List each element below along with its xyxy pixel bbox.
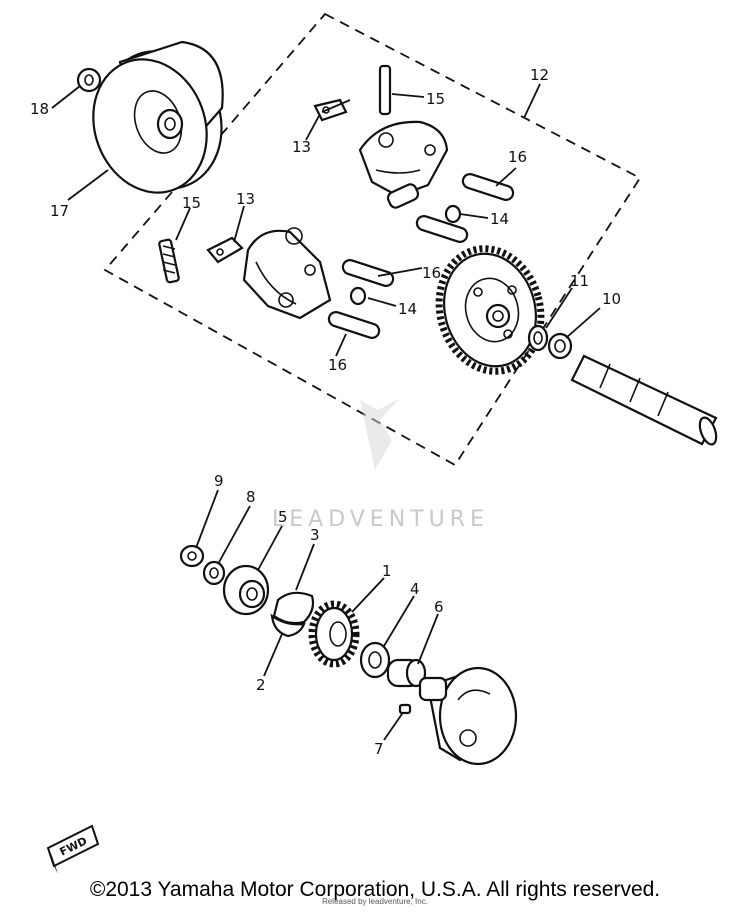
pin-right-upper	[461, 173, 515, 201]
callout-14-upper: 14	[490, 210, 509, 228]
callout-8: 8	[246, 488, 256, 506]
thrust-washer	[76, 67, 102, 93]
callout-14-lower: 14	[398, 300, 417, 318]
washer-8	[202, 560, 226, 586]
oil-pump-drive-gear-1	[308, 600, 360, 668]
key-7	[398, 703, 412, 715]
primary-drive-gear	[435, 245, 545, 375]
clip-lower	[349, 286, 367, 306]
release-note: Released by leadventure, Inc.	[322, 897, 428, 906]
nut-9	[179, 544, 205, 568]
spacer-6	[386, 658, 427, 688]
callout-13-upper: 13	[292, 138, 311, 156]
callout-16-upper: 16	[508, 148, 527, 166]
watermark-logo	[360, 398, 400, 470]
clutch-shoe-lower	[242, 227, 332, 320]
callout-6: 6	[434, 598, 444, 616]
collar-3	[272, 591, 315, 625]
spring-upper	[378, 64, 392, 116]
callout-16-middle: 16	[422, 264, 441, 282]
callout-11: 11	[570, 272, 589, 290]
pin-left-lower	[327, 311, 381, 339]
pin-right-middle	[415, 215, 469, 243]
leader-lines	[51, 83, 601, 741]
copyright-footer: ©2013 Yamaha Motor Corporation, U.S.A. A…	[89, 878, 661, 901]
pin-left-middle	[341, 259, 395, 287]
collar-2	[270, 613, 306, 638]
locknut	[547, 332, 573, 360]
callout-7: 7	[374, 740, 384, 758]
watermark-text: LEADVENTURE	[272, 507, 489, 532]
callout-17: 17	[50, 202, 69, 220]
callout-15-upper: 15	[426, 90, 445, 108]
callout-2: 2	[256, 676, 266, 694]
clip-upper	[444, 204, 462, 224]
clutch-shoe-upper	[358, 120, 449, 209]
washer-4	[359, 641, 391, 679]
callout-15-lower: 15	[182, 194, 201, 212]
callout-5: 5	[278, 508, 288, 526]
callout-4: 4	[410, 580, 420, 598]
lock-washer	[527, 324, 549, 352]
callout-3: 3	[310, 526, 320, 544]
clutch-drum	[92, 40, 224, 194]
callout-10: 10	[602, 290, 621, 308]
spring-plate-lower	[206, 236, 244, 264]
hub-5	[222, 564, 270, 616]
spring-lower	[158, 238, 180, 284]
callout-13-lower: 13	[236, 190, 255, 208]
callout-16-lower: 16	[328, 356, 347, 374]
callout-1: 1	[382, 562, 392, 580]
crankshaft-end	[570, 354, 718, 446]
callout-12: 12	[530, 66, 549, 84]
callout-18: 18	[30, 100, 49, 118]
fwd-direction-badge: FWD	[46, 824, 100, 874]
crank-web	[418, 666, 518, 766]
callout-9: 9	[214, 472, 224, 490]
